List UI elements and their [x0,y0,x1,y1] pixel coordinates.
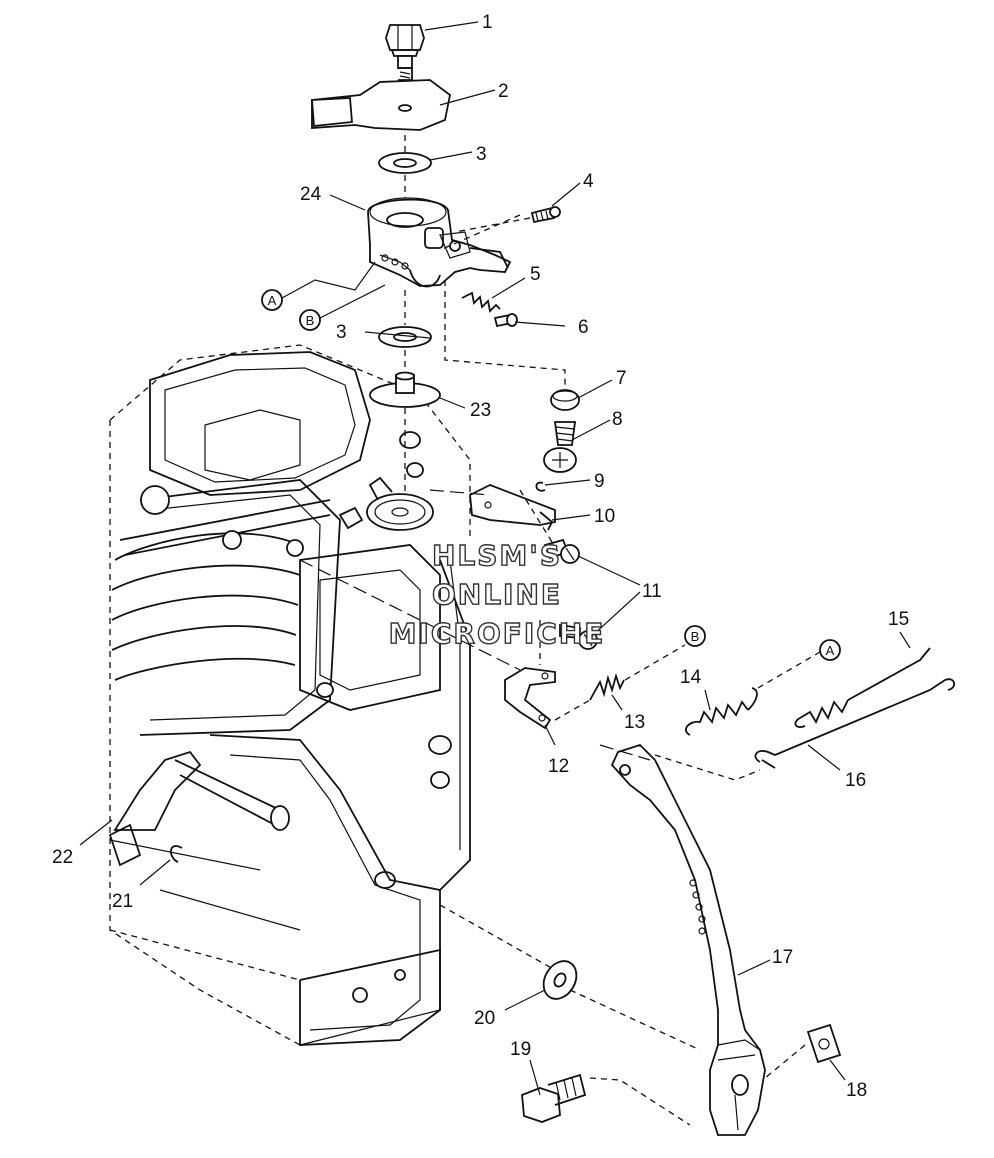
callout-a-left: A [261,261,376,311]
label-17: 17 [772,947,793,968]
label-20: 20 [474,1008,495,1029]
part-9-clip [535,481,546,492]
label-10: 10 [594,506,615,527]
label-4: 4 [583,171,594,192]
part-13-spring [589,672,625,701]
watermark-line-1: HLSM'S [432,539,562,572]
callout-b-right: B [684,625,706,647]
label-6: 6 [578,317,589,338]
part-7-nut [550,389,580,411]
label-3-lower: 3 [336,322,347,343]
label-9: 9 [594,471,605,492]
part-16-rod [754,678,955,769]
part-19-bolt [521,1073,587,1123]
label-7: 7 [616,368,627,389]
label-16: 16 [845,770,866,791]
svg-text:B: B [691,629,700,644]
part-17-lever-arm [610,743,766,1136]
governor-gear [338,476,434,531]
label-19: 19 [510,1039,531,1060]
part-3-washer-upper [378,152,432,174]
label-15: 15 [888,609,909,630]
label-22: 22 [52,847,73,868]
svg-text:A: A [826,643,835,658]
callout-b-left: B [299,284,386,331]
part-24-governor-control [367,197,512,288]
part-8-screw [543,421,577,473]
part-11-screw-upper [543,538,580,564]
part-6-screw [493,313,518,328]
svg-text:A: A [268,293,277,308]
label-23: 23 [470,400,491,421]
label-24: 24 [300,184,322,205]
label-1: 1 [482,12,493,33]
label-13: 13 [624,712,645,733]
part-14-spring [685,687,758,736]
label-18: 18 [846,1080,867,1101]
label-21: 21 [112,891,133,912]
part-10-bracket [469,484,556,531]
callout-a-right: A [819,639,841,661]
part-20-washer [542,960,578,1000]
watermark-line-2: ONLINE [432,578,562,611]
label-11: 11 [642,581,662,602]
label-5: 5 [530,264,541,285]
part-4-screw [530,206,561,224]
part-22-lever [108,750,290,867]
leader-lines [79,21,911,1096]
watermark-line-3: MICROFICHE [389,617,606,650]
part-21-e-clip [170,845,183,863]
part-23-flange [369,371,441,408]
part-15-spring-rod [794,647,931,728]
label-12: 12 [548,756,569,777]
part-1-bolt [385,24,425,81]
part-2-plate [311,79,451,131]
part-5-spring [461,291,501,313]
label-3-upper: 3 [476,144,487,165]
svg-text:B: B [306,313,315,328]
label-8: 8 [612,409,623,430]
label-2: 2 [498,81,509,102]
part-18-square-nut [806,1023,842,1064]
part-12-bracket [504,667,556,730]
label-14: 14 [680,667,702,688]
watermark: HLSM'S ONLINE MICROFICHE [388,538,606,650]
part-labels: 1 2 3 3 4 5 6 7 8 9 10 11 12 13 14 15 16… [52,12,909,1101]
engine-block [109,344,471,1046]
